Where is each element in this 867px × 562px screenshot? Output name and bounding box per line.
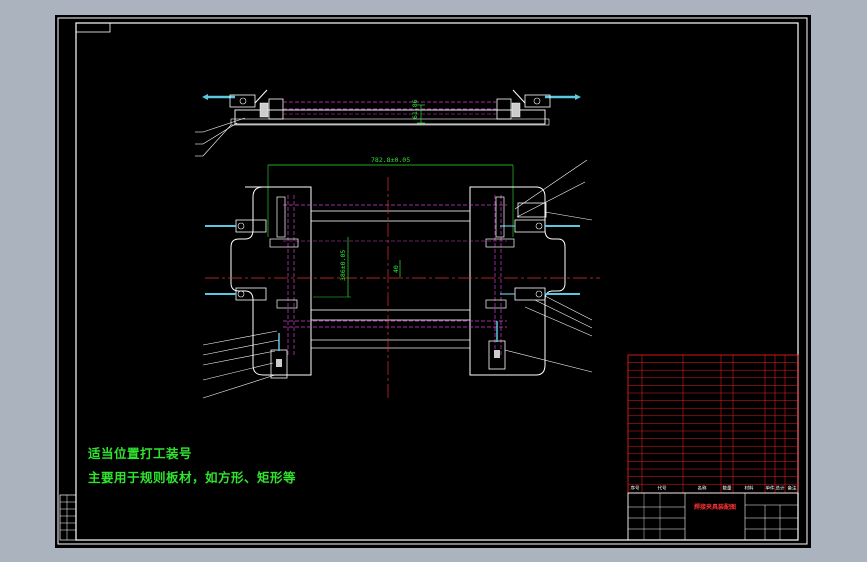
table-header-cell: 代号 [658, 485, 667, 492]
outer-frame [57, 17, 808, 545]
table-header-cell: 单件 [766, 485, 775, 492]
drawing-title: 焊接夹具装配图 [694, 503, 736, 511]
cad-drawing: 61.86 782.8±0.05 [57, 17, 808, 545]
dim-vertical-side: 386±0.05 [339, 250, 347, 281]
table-header-cell: 备注 [788, 485, 797, 492]
revision-block [59, 494, 77, 541]
table-header-cell: 名称 [698, 485, 707, 492]
dim-vertical-small: 40 [392, 265, 400, 273]
top-elevation-view: 61.86 [195, 89, 581, 157]
dim-horizontal-top: 782.8±0.05 [371, 156, 410, 164]
title-block: 焊接夹具装配图 [627, 492, 799, 541]
inner-frame [75, 22, 799, 541]
dim-height-top: 61.86 [411, 99, 419, 119]
plan-view: 782.8±0.05 386±0.05 40 [202, 156, 600, 400]
table-header-cell: 序号 [631, 485, 640, 492]
table-header-cell: 数量 [723, 485, 732, 492]
note-line-2: 主要用于规则板材，如方形、矩形等 [88, 470, 297, 485]
note-line-1: 适当位置打工装号 [88, 446, 193, 461]
drawing-viewport[interactable]: 61.86 782.8±0.05 [55, 15, 811, 548]
parts-table: 序号 代号 名称 数量 材料 单件总计备注 [627, 354, 799, 494]
corner-code-box [75, 22, 111, 33]
table-header-cell: 材料 [745, 485, 754, 492]
table-header-cell: 总计 [776, 485, 785, 492]
